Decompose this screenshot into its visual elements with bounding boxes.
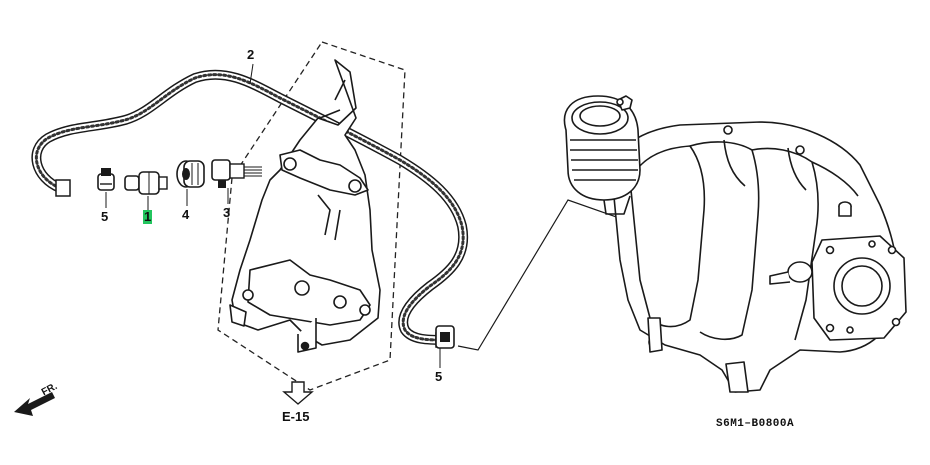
callout-3: 3 — [223, 205, 231, 220]
hose-clip-lower — [435, 325, 455, 349]
hose-clip-left — [97, 168, 115, 191]
leader-2 — [249, 63, 254, 85]
callout-5-left: 5 — [101, 209, 109, 224]
reference-label[interactable]: E-15 — [282, 409, 310, 424]
engine-bracket — [229, 59, 381, 353]
diagram-code: S6M1–B0800A — [716, 418, 795, 430]
callout-2: 2 — [247, 47, 255, 62]
pcv-valve — [124, 171, 168, 195]
pcv-grommet — [176, 160, 205, 188]
callout-1-highlighted: 1 — [143, 209, 153, 224]
callout-5-lower: 5 — [435, 369, 443, 384]
reference-arrow — [282, 381, 314, 405]
callout-4: 4 — [182, 207, 190, 222]
intake-manifold — [563, 95, 907, 393]
direction-arrow — [14, 392, 55, 416]
pcv-joint — [211, 159, 262, 188]
